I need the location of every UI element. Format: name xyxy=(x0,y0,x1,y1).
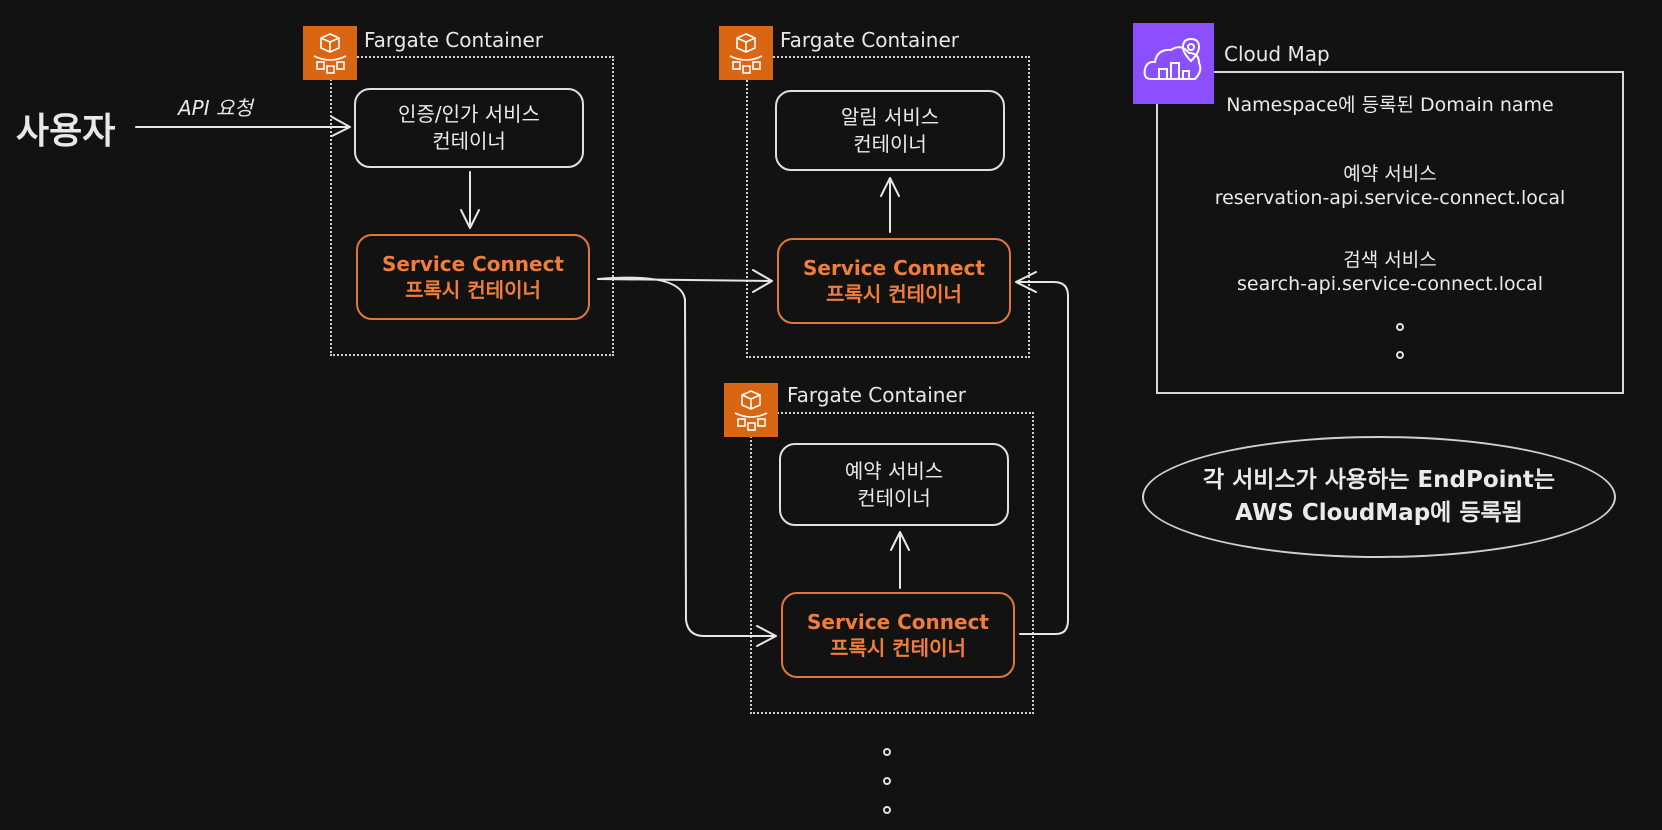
fargate-container-title: Fargate Container xyxy=(780,28,959,52)
cloud-map-entry-domain: search-api.service-connect.local xyxy=(1237,273,1543,295)
reservation-service-container: 예약 서비스 컨테이너 xyxy=(779,443,1009,526)
fargate-container-title: Fargate Container xyxy=(787,383,966,407)
fargate-icon xyxy=(724,383,778,437)
ellipsis-dot xyxy=(883,777,891,785)
arrow-proxy-to-notification-proxy xyxy=(597,278,771,282)
notification-service-container: 알림 서비스 컨테이너 xyxy=(775,90,1005,171)
fargate-container-title: Fargate Container xyxy=(364,28,543,52)
service-connect-proxy-notification: Service Connect 프록시 컨테이너 xyxy=(777,238,1011,324)
fargate-icon xyxy=(719,26,773,80)
cloud-map-title: Cloud Map xyxy=(1224,42,1330,66)
cloud-map-icon xyxy=(1133,23,1214,104)
fargate-container-notification xyxy=(746,56,1030,358)
ellipsis-dot xyxy=(883,748,891,756)
cloud-map-entry-name: 예약 서비스 xyxy=(1343,163,1437,185)
endpoint-note: 각 서비스가 사용하는 EndPoint는 AWS CloudMap에 등록됨 xyxy=(1142,436,1616,558)
ellipsis-dot xyxy=(1396,323,1404,331)
service-connect-proxy-reservation: Service Connect 프록시 컨테이너 xyxy=(781,592,1015,678)
user-label: 사용자 xyxy=(16,111,116,152)
api-request-label: API 요청 xyxy=(178,96,253,120)
fargate-container-auth xyxy=(330,56,614,356)
fargate-icon xyxy=(303,26,357,80)
cloud-map-entry-name: 검색 서비스 xyxy=(1343,249,1437,271)
cloud-map-header: Namespace에 등록된 Domain name xyxy=(1226,94,1554,116)
ellipsis-dot xyxy=(1396,351,1404,359)
cloud-map-panel: Namespace에 등록된 Domain name 예약 서비스 reserv… xyxy=(1156,71,1624,394)
auth-service-container: 인증/인가 서비스 컨테이너 xyxy=(354,88,584,168)
service-connect-proxy-auth: Service Connect 프록시 컨테이너 xyxy=(356,234,590,320)
ellipsis-dot xyxy=(883,806,891,814)
cloud-map-entry-domain: reservation-api.service-connect.local xyxy=(1214,187,1566,209)
